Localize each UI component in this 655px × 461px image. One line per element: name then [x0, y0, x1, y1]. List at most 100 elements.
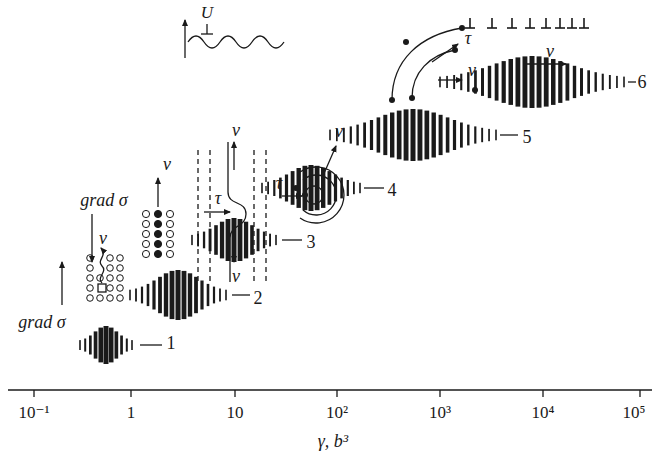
lattice-atom	[97, 295, 104, 302]
spindle-bar	[347, 180, 349, 196]
lattice-atom	[166, 230, 173, 237]
spindle-bar	[158, 277, 162, 313]
curve-number: 5	[523, 128, 532, 146]
dislocation-symbol	[525, 27, 535, 29]
curve-number: 6	[638, 73, 647, 91]
velocity-label: v	[335, 122, 343, 140]
spindle-bar	[120, 336, 123, 355]
spindle-bar	[309, 165, 314, 211]
velocity-label: v	[232, 267, 240, 285]
leader-line	[500, 134, 518, 135]
spindle-bar	[404, 109, 409, 160]
stress-label: τ	[276, 174, 282, 192]
spindle-bar	[109, 328, 114, 363]
velocity-label: v	[468, 61, 476, 79]
spindle-bar	[213, 287, 215, 304]
spindle-bar	[269, 234, 271, 247]
axis-tick	[439, 390, 440, 397]
spindle-bar	[129, 290, 131, 301]
spindle-bar	[263, 232, 265, 249]
velocity-label: v	[163, 155, 171, 173]
spindle-bar	[340, 178, 343, 199]
dislocation-symbol	[491, 18, 493, 28]
spindle-bar	[453, 120, 456, 150]
spindle-bar	[558, 61, 562, 103]
lattice-atom	[107, 275, 114, 282]
dislocation-symbol	[555, 27, 565, 29]
lattice-atom	[154, 210, 161, 217]
axis-tick	[33, 390, 34, 397]
stress-label: τ	[465, 29, 471, 47]
lattice-atom	[154, 250, 161, 257]
lattice-atom	[166, 240, 173, 247]
spindle-bar	[573, 66, 576, 98]
spindle-bar	[219, 289, 221, 302]
velocity-label: v	[99, 229, 107, 247]
dislocation-symbol	[507, 27, 517, 29]
spindle-bar	[537, 56, 542, 107]
spindle-bar	[164, 273, 168, 316]
spindle-bar	[194, 277, 198, 313]
dislocation-symbol	[469, 18, 471, 28]
curve-number: 1	[167, 334, 176, 352]
spindle-bar	[460, 74, 462, 91]
spindle-bar	[285, 175, 288, 202]
spindle-bar	[495, 130, 497, 141]
spindle-bar	[329, 130, 331, 141]
spindle-bar	[291, 171, 295, 205]
lattice-atom	[166, 250, 173, 257]
lattice-atom	[142, 230, 149, 237]
spindle-bar	[152, 281, 155, 310]
leader-line	[282, 239, 302, 240]
spindle-bar	[609, 75, 611, 89]
spindle-bar	[516, 57, 521, 106]
spindle-bar	[315, 166, 320, 210]
spindle-bar	[197, 234, 199, 247]
spindle-bar	[131, 340, 133, 350]
dislocation-symbol	[559, 18, 561, 28]
spindle-bar	[104, 326, 109, 364]
spindle-bar	[226, 219, 231, 261]
lattice-atom	[117, 285, 124, 292]
tick-label: 10	[227, 404, 244, 421]
lattice-atom	[142, 210, 149, 217]
spindle-bar	[432, 113, 436, 158]
curve-number: 2	[254, 289, 263, 307]
lattice-atom	[117, 255, 124, 262]
tick-label: 10⁵	[623, 404, 646, 421]
curve-number: 4	[388, 181, 397, 199]
lattice-atom	[117, 265, 124, 272]
lattice-atom	[117, 295, 124, 302]
tick-label: 10²	[326, 404, 348, 421]
spindle-bar	[267, 182, 269, 195]
dislocation-symbol	[567, 27, 577, 29]
lattice-atom	[154, 240, 161, 247]
axis-tick	[234, 390, 235, 397]
dislocation-symbol	[571, 18, 573, 28]
curve-number: 3	[307, 233, 316, 251]
spindle-bar	[509, 59, 514, 105]
spindle-bar	[481, 68, 484, 96]
spindle-bar	[446, 76, 448, 88]
tick-label: 1	[127, 404, 136, 421]
spindle-bar	[200, 281, 203, 310]
spindle-bar	[141, 287, 143, 304]
spindle-bar	[207, 284, 210, 306]
spindle-bar	[488, 129, 490, 141]
axis-tick	[130, 390, 131, 397]
spindle-bar	[321, 168, 325, 208]
lattice-atom	[87, 295, 94, 302]
spindle-bar	[79, 340, 81, 350]
spindle-bar	[328, 171, 332, 205]
spindle-bar	[303, 166, 308, 210]
spindle-bar	[84, 339, 86, 352]
spindle-bar	[257, 229, 260, 252]
spindle-bar	[377, 117, 381, 152]
spindle-bar	[467, 125, 469, 146]
lattice-atom	[87, 265, 94, 272]
spindle-bar	[523, 56, 528, 107]
spindle-bar	[343, 128, 345, 142]
spindle-bar	[363, 123, 366, 148]
spindle-bar	[147, 284, 150, 306]
